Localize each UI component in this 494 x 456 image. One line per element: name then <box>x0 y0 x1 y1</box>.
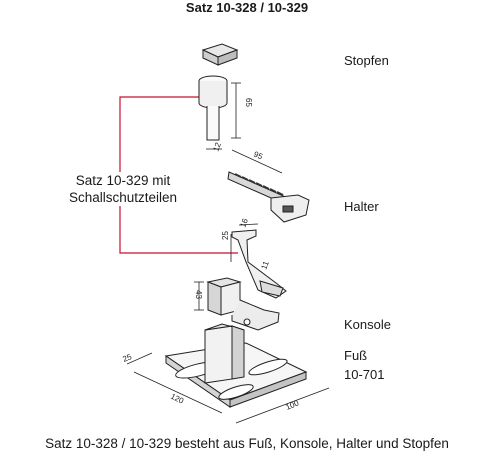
dim-stopfen-height: 65 <box>244 98 253 107</box>
dim-fuss-width: 100 <box>284 398 300 412</box>
halter-dimension-lines <box>231 149 283 174</box>
fuss-dimension-lines <box>126 352 330 424</box>
dim-halter-thickness: 11 <box>259 259 270 270</box>
callout-line-1: Satz 10-329 mit <box>75 173 171 188</box>
callout-line-2: Schallschutzteilen <box>68 190 178 205</box>
label-stopfen: Stopfen <box>344 53 389 68</box>
caption: Satz 10-328 / 10-329 besteht aus Fuß, Ko… <box>45 436 449 451</box>
label-konsole: Konsole <box>344 317 391 332</box>
konsole-part <box>206 277 280 331</box>
diagram-title: Satz 10-328 / 10-329 <box>185 0 309 15</box>
stopfen-part <box>198 43 239 141</box>
dim-halter-length: 95 <box>252 150 264 162</box>
label-fuss-number: 10-701 <box>344 367 385 382</box>
label-halter: Halter <box>344 199 379 214</box>
dim-halter-height: 25 <box>221 231 230 240</box>
dim-halter-width: 16 <box>238 217 250 229</box>
dim-fuss-thickness: 25 <box>121 352 133 364</box>
konsole-dimension-lines <box>194 281 204 311</box>
halter-bracket <box>231 229 287 299</box>
dim-fuss-length: 120 <box>169 392 185 406</box>
callout-lines <box>119 96 238 254</box>
fuss-part <box>164 323 308 408</box>
dim-stopfen-diameter: 12 <box>211 141 223 153</box>
halter-rod <box>227 171 310 223</box>
bracket-dimension-lines <box>230 223 259 262</box>
stopfen-dimension-lines <box>206 82 241 150</box>
label-fuss: Fuß <box>344 348 368 363</box>
callout-satz-10-329: Satz 10-329 mit Schallschutzteilen <box>52 172 194 206</box>
dim-konsole-height: 43 <box>194 290 203 299</box>
